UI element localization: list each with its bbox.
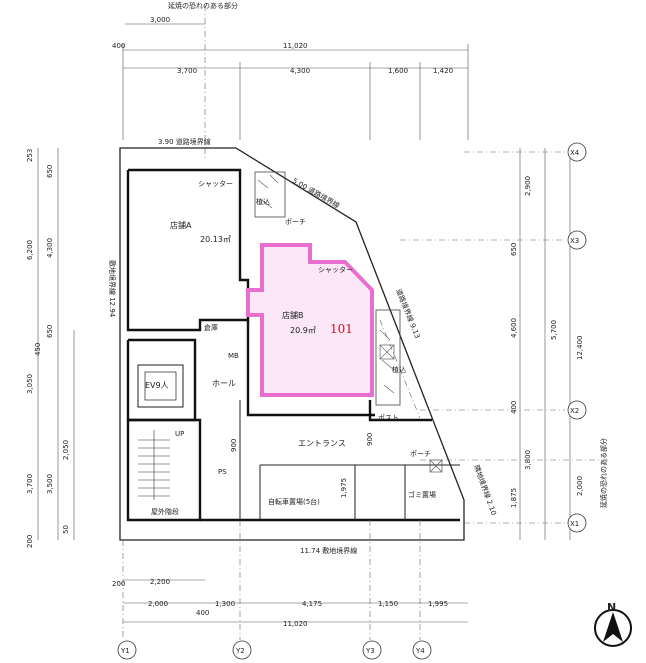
dim-bottom-row2-1: 2,000 [148, 600, 168, 608]
porch-top-label: ポーチ [285, 218, 306, 226]
grid-x1: X1 [570, 520, 579, 528]
dim-bottom-row2-3: 4,175 [302, 600, 322, 608]
right-dimensions: 2,900 650 4,600 400 3,800 1,875 5,700 12… [420, 148, 610, 540]
shutter-b-label: シャッター [318, 265, 353, 274]
dim-right-a-6: 1,875 [510, 488, 518, 508]
dim-left-inner-5: 2,050 [62, 440, 70, 460]
plantings [254, 171, 443, 473]
elevator-label: EV9人 [145, 381, 169, 390]
dim-top-seg-1: 3,700 [177, 67, 197, 75]
planting-a-label: 植込 [256, 197, 270, 206]
dim-left-outer-2: 6,200 [26, 240, 34, 260]
porch-bottom-label: ポーチ [410, 450, 431, 458]
dim-bottom-row2-5: 1,995 [428, 600, 448, 608]
ps-label: PS [218, 468, 227, 476]
store-b-label: 店舗B [282, 310, 304, 320]
storage-label: 倉庫 [204, 323, 218, 332]
dim-top-400: 400 [112, 42, 125, 50]
dim-right-a-4: 400 [510, 401, 518, 414]
shutter-a-label: シャッター [198, 179, 233, 188]
planting-b-label: 植込 [392, 365, 406, 374]
dim-left-inner-4: 450 [34, 343, 42, 356]
building-walls [126, 168, 460, 522]
store-b-area: 20.9㎡ [290, 326, 316, 335]
dim-top-seg-4: 1,420 [433, 67, 453, 75]
dim-right-b-2: 12,400 [576, 336, 584, 361]
grid-y: Y1 Y2 Y3 Y4 [117, 640, 432, 660]
unit-number: 101 [330, 322, 353, 336]
dim-left-inner-2: 4,300 [46, 238, 54, 258]
dim-900-a: 900 [230, 439, 238, 452]
core [137, 364, 184, 500]
grid-x4: X4 [570, 149, 580, 157]
bicycle-label: 自転車置場(5台) [268, 497, 320, 506]
boundary-corner: 隣地境界線 2.10 [472, 464, 499, 517]
dim-bottom-200: 200 [112, 580, 125, 588]
grid-x3: X3 [570, 237, 579, 245]
store-a-label: 店舗A [170, 220, 192, 230]
grid-x2: X2 [570, 407, 579, 415]
dim-left-inner-7: 50 [62, 525, 70, 534]
dim-top-3000: 3,000 [150, 16, 170, 24]
dim-top-total: 11,020 [283, 42, 308, 50]
garbage-label: ゴミ置場 [408, 490, 436, 499]
overhang-note-top: 延焼の恐れのある部分 [168, 1, 238, 10]
boundary-left: 敷地境界線 12.94 [108, 260, 117, 318]
dim-900-b: 900 [366, 433, 374, 446]
dim-bottom-row2-4: 1,150 [378, 600, 398, 608]
dim-left-inner-1: 650 [46, 165, 54, 178]
top-dimensions: 延焼の恐れのある部分 3,000 400 11,020 3,700 4,300 … [112, 1, 469, 160]
stairs-label: 屋外階段 [151, 507, 179, 516]
grid-y1: Y1 [120, 647, 130, 655]
entrance-label: エントランス [298, 439, 346, 448]
dim-left-outer-1: 253 [26, 149, 34, 162]
dim-bottom-400: 400 [196, 609, 209, 617]
mb-label: MB [228, 352, 239, 360]
north-arrow-icon: N [594, 601, 632, 647]
dim-left-outer-3: 3,050 [26, 374, 34, 394]
dim-left-inner-6: 3,500 [46, 474, 54, 494]
overhang-note-right: 延焼の恐れのある部分 [599, 438, 608, 508]
store-b-highlight [246, 243, 374, 397]
grid-y2: Y2 [235, 647, 245, 655]
boundary-diag: 5.00 道路境界線 [291, 176, 341, 210]
dim-top-seg-3: 1,600 [388, 67, 408, 75]
dim-right-b-1: 5,700 [550, 320, 558, 340]
dim-left-outer-5: 200 [26, 535, 34, 548]
boundary-bottom: 11.74 敷地境界線 [300, 546, 357, 555]
post-label: ポスト [378, 414, 399, 422]
dim-right-a-3: 4,600 [510, 318, 518, 338]
dim-top-seg-2: 4,300 [290, 67, 310, 75]
grid-y4: Y4 [415, 647, 425, 655]
left-dimensions: 253 6,200 3,050 3,700 200 650 4,300 650 … [26, 148, 75, 548]
bottom-dimensions: 200 2,200 2,000 1,300 4,175 1,150 1,995 … [112, 520, 468, 640]
dim-left-inner-3: 650 [46, 325, 54, 338]
hall-label: ホール [212, 379, 236, 388]
dim-right-b-3: 2,000 [576, 476, 584, 496]
grid-x: X4 X3 X2 X1 [400, 142, 587, 533]
dim-bottom-total: 11,020 [283, 620, 308, 628]
room-labels: 店舗A 20.13㎡ シャッター 植込 ポーチ シャッター 店舗B 20.9㎡ … [145, 179, 436, 516]
grid-y3: Y3 [365, 647, 375, 655]
dim-bottom-row1-1: 2,200 [150, 578, 170, 586]
boundary-top: 3.90 道路境界線 [158, 137, 211, 146]
dim-bottom-row2-2: 1,300 [215, 600, 235, 608]
dim-1975: 1,975 [340, 478, 348, 498]
up-label: UP [175, 430, 184, 438]
dim-left-outer-4: 3,700 [26, 474, 34, 494]
north-label: N [607, 601, 616, 614]
store-a-area: 20.13㎡ [200, 235, 231, 244]
dim-right-a-2: 650 [510, 243, 518, 256]
dim-right-a-1: 2,900 [524, 176, 532, 196]
